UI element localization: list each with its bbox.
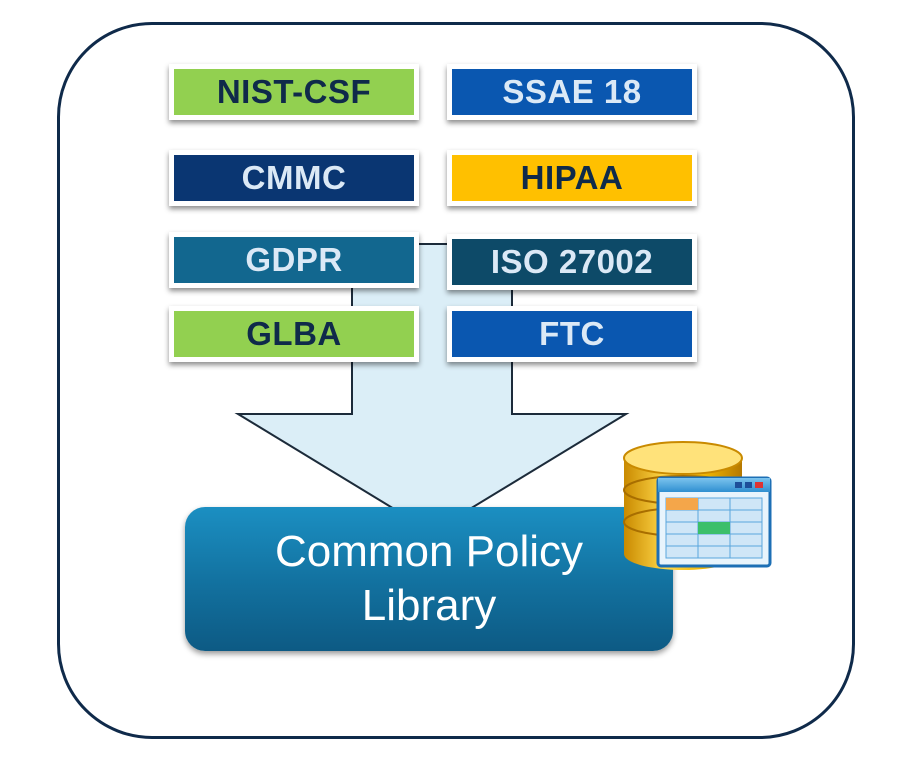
badge-label: ISO 27002 [490,243,654,280]
badge-label: GDPR [245,241,343,278]
badge-label: SSAE 18 [502,73,642,110]
badge-glba: GLBA [169,306,419,362]
database-table-icon [623,441,772,570]
badge-gdpr: GDPR [169,232,419,288]
badge-ssae-18: SSAE 18 [447,64,697,120]
badge-label: FTC [539,315,605,352]
badge-label: GLBA [246,315,342,352]
badge-label: NIST-CSF [216,73,372,110]
badge-ftc: FTC [447,306,697,362]
badge-hipaa: HIPAA [447,150,697,206]
library-label: Common Policy Library [274,527,584,630]
badge-label: CMMC [241,159,347,196]
badge-cmmc: CMMC [169,150,419,206]
common-policy-library-box: Common Policy Library [185,507,673,651]
badge-iso-27002: ISO 27002 [447,234,697,290]
badge-label: HIPAA [520,159,624,196]
badge-nist-csf: NIST-CSF [169,64,419,120]
